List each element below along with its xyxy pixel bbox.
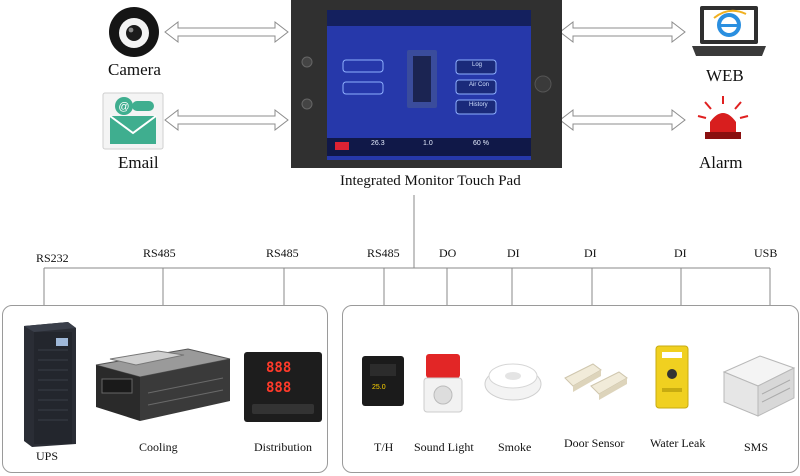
protocol-rs485-cooling: RS485 — [143, 246, 176, 260]
svg-text:@: @ — [118, 101, 129, 113]
th-vent-grille — [370, 364, 396, 376]
screen-btn-log: Log — [472, 62, 483, 68]
th-sensor-image: 25.0 — [362, 356, 404, 406]
email-icon: @ — [102, 92, 164, 150]
protocol-do: DO — [439, 246, 457, 260]
screen-btn-history: History — [469, 102, 488, 108]
ups-label: UPS — [36, 449, 59, 463]
protocol-di-smoke: DI — [507, 246, 520, 260]
protocol-rs485-distribution: RS485 — [266, 246, 299, 260]
th-label: T/H — [374, 440, 394, 454]
touch-pad-label: Integrated Monitor Touch Pad — [340, 173, 521, 189]
screen-value-temp: 26.3 — [371, 140, 385, 147]
touch-pad-device: Log Air Con History 26.3 1.0 60 % — [291, 0, 562, 168]
water-leak-label: Water Leak — [650, 436, 706, 450]
screen-value-humidity: 60 % — [473, 140, 489, 147]
distribution-digits-bottom: 888 — [266, 380, 292, 396]
smoke-detector-image — [483, 358, 543, 402]
distribution-image: 888 888 — [244, 352, 322, 422]
door-sensor-label: Door Sensor — [564, 436, 625, 450]
right-device-group — [342, 305, 799, 473]
distribution-digits-top: 888 — [266, 360, 292, 376]
camera-icon — [108, 6, 160, 58]
protocol-di-door: DI — [584, 246, 597, 260]
sound-light-label: Sound Light — [414, 440, 474, 454]
web-laptop-icon — [690, 4, 768, 62]
door-sensor-image — [563, 360, 629, 400]
sound-light-image — [422, 352, 464, 414]
ups-image — [20, 320, 80, 448]
arrow-web — [559, 20, 686, 44]
th-display-value: 25.0 — [372, 384, 386, 391]
water-leak-image — [652, 344, 692, 410]
camera-label: Camera — [108, 60, 161, 79]
cooling-image — [88, 345, 233, 423]
arrow-alarm — [559, 108, 686, 132]
distribution-keypad — [252, 404, 314, 414]
smoke-label: Smoke — [498, 440, 532, 454]
protocol-usb: USB — [754, 246, 778, 260]
screen-value-power: 1.0 — [423, 140, 433, 147]
protocol-rs485-th: RS485 — [367, 246, 400, 260]
distribution-label: Distribution — [254, 440, 313, 454]
sms-label: SMS — [744, 440, 769, 454]
arrow-email — [164, 108, 289, 132]
web-label: WEB — [706, 66, 744, 85]
alarm-label: Alarm — [699, 153, 743, 172]
protocol-rs232: RS232 — [36, 251, 69, 265]
email-label: Email — [118, 153, 159, 172]
screen-btn-aircon: Air Con — [469, 82, 490, 88]
arrow-camera — [164, 20, 289, 44]
sms-module-image — [720, 350, 796, 418]
protocol-di-leak: DI — [674, 246, 687, 260]
alarm-siren-icon — [695, 94, 751, 144]
cooling-label: Cooling — [139, 440, 178, 454]
